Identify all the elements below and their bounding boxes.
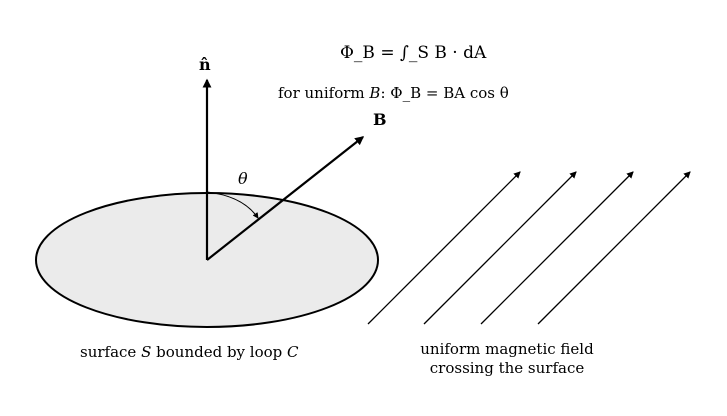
loop-symbol: C (287, 343, 299, 361)
field-line (537, 171, 691, 325)
surface-caption-prefix: surface (80, 343, 137, 361)
field-caption-line-2: crossing the surface (429, 359, 585, 377)
angle-label: θ (238, 169, 248, 188)
normal-vector-label: n̂ (199, 55, 211, 74)
field-caption-line-1: uniform magnetic field (420, 340, 594, 358)
surface-symbol: S (141, 343, 152, 361)
uniform-prefix: for uniform (278, 84, 365, 102)
uniform-field-equation: for uniform B: Φ_B = BA cos θ (278, 84, 509, 102)
surface-caption-middle: bounded by loop (156, 343, 283, 361)
field-vector-arrow (206, 136, 365, 261)
flux-integral-equation: Φ_B = ∫_S B · dA (340, 43, 487, 63)
field-line (367, 171, 521, 325)
field-line (480, 171, 634, 325)
angle-arc (206, 191, 259, 219)
field-line (423, 171, 577, 325)
surface-caption: surface S bounded by loop C (80, 343, 299, 361)
uniform-variable: B (369, 84, 381, 102)
field-vector-label: B (373, 110, 387, 129)
uniform-flux-formula: Φ_B = BA cos θ (390, 84, 509, 102)
